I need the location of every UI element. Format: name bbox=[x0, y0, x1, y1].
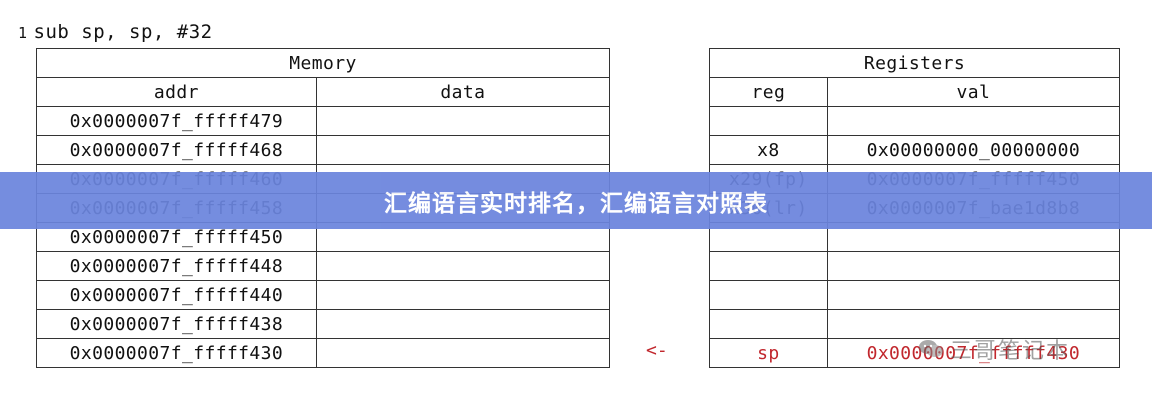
registers-title: Registers bbox=[709, 48, 1120, 78]
memory-title: Memory bbox=[36, 48, 610, 78]
memory-row: 0x0000007f_fffff440 bbox=[36, 280, 611, 310]
title-banner: 汇编语言实时排名，汇编语言对照表 bbox=[0, 172, 1152, 229]
memory-data-cell bbox=[315, 309, 611, 339]
watermark: 三哥笔记本 bbox=[918, 333, 1070, 365]
register-name-cell: x8 bbox=[709, 135, 828, 165]
register-row bbox=[709, 280, 1121, 310]
memory-data-cell bbox=[315, 135, 611, 165]
memory-header-addr: addr bbox=[36, 77, 317, 107]
memory-addr-cell: 0x0000007f_fffff479 bbox=[36, 106, 317, 136]
sp-pointer-arrow: <- bbox=[646, 340, 668, 361]
register-row bbox=[709, 106, 1121, 136]
register-name-cell bbox=[709, 106, 828, 136]
memory-row: 0x0000007f_fffff438 bbox=[36, 309, 611, 339]
register-name-cell bbox=[709, 251, 828, 281]
instruction-line: 1 sub sp, sp, #32 bbox=[18, 21, 213, 43]
memory-header-data: data bbox=[315, 77, 611, 107]
registers-header-val: val bbox=[826, 77, 1121, 107]
memory-addr-cell: 0x0000007f_fffff468 bbox=[36, 135, 317, 165]
memory-addr-cell: 0x0000007f_fffff430 bbox=[36, 338, 317, 368]
register-value-cell bbox=[826, 280, 1121, 310]
registers-header-reg: reg bbox=[709, 77, 828, 107]
memory-data-cell bbox=[315, 106, 611, 136]
register-name-cell: sp bbox=[709, 338, 828, 368]
register-value-cell bbox=[826, 106, 1121, 136]
memory-data-cell bbox=[315, 338, 611, 368]
memory-addr-cell: 0x0000007f_fffff440 bbox=[36, 280, 317, 310]
memory-data-cell bbox=[315, 280, 611, 310]
memory-addr-cell: 0x0000007f_fffff438 bbox=[36, 309, 317, 339]
register-name-cell bbox=[709, 280, 828, 310]
instruction-code: sub sp, sp, #32 bbox=[33, 21, 213, 43]
register-value-cell: 0x00000000_00000000 bbox=[826, 135, 1121, 165]
memory-addr-cell: 0x0000007f_fffff448 bbox=[36, 251, 317, 281]
register-name-cell bbox=[709, 309, 828, 339]
memory-row: 0x0000007f_fffff479 bbox=[36, 106, 611, 136]
memory-row: 0x0000007f_fffff430 bbox=[36, 338, 611, 368]
wechat-icon bbox=[918, 339, 944, 359]
watermark-text: 三哥笔记本 bbox=[950, 339, 1071, 364]
memory-row: 0x0000007f_fffff468 bbox=[36, 135, 611, 165]
register-value-cell bbox=[826, 251, 1121, 281]
banner-text: 汇编语言实时排名，汇编语言对照表 bbox=[384, 190, 768, 217]
register-row bbox=[709, 251, 1121, 281]
memory-row: 0x0000007f_fffff448 bbox=[36, 251, 611, 281]
memory-data-cell bbox=[315, 251, 611, 281]
line-number: 1 bbox=[18, 24, 28, 42]
